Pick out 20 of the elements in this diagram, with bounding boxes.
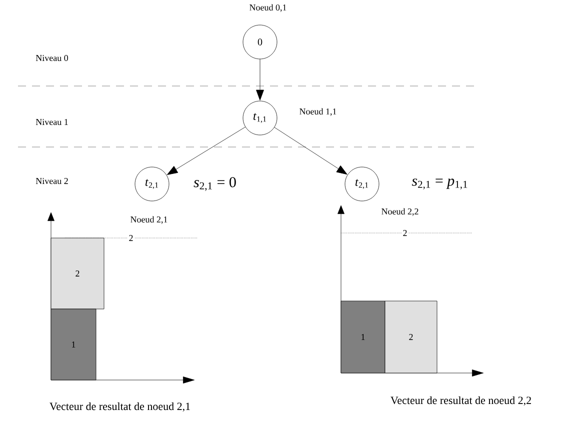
- arrow: [166, 126, 246, 175]
- formula: s$_{2,1}$ = p$_{1,1}$: [412, 178, 468, 190]
- arrow: [256, 59, 264, 100]
- node-label: Noeud 2,2: [382, 208, 418, 216]
- chart-caption: Vecteur de resultat de noeud 2,1: [50, 402, 190, 412]
- level-label: Niveau 0: [36, 54, 68, 62]
- node-label: Noeud 0,1: [250, 4, 286, 12]
- value-label: 2: [402, 229, 408, 237]
- level-label: Niveau 1: [36, 118, 68, 126]
- chart-caption: Vecteur de resultat de noeud 2,2: [390, 396, 531, 406]
- stack-block: 1: [340, 300, 386, 374]
- stack-block: 1: [50, 308, 96, 380]
- stack-block: 2: [50, 238, 104, 310]
- formula: s$_{2,1}$ = 0: [194, 177, 236, 191]
- node-label: Noeud 2,1: [130, 216, 168, 224]
- stack-block: 2: [384, 300, 438, 374]
- level-label: Niveau 2: [36, 178, 68, 184]
- value-label: 2: [128, 234, 134, 242]
- node-label: Noeud 1,1: [300, 108, 336, 116]
- arrow: [274, 127, 348, 175]
